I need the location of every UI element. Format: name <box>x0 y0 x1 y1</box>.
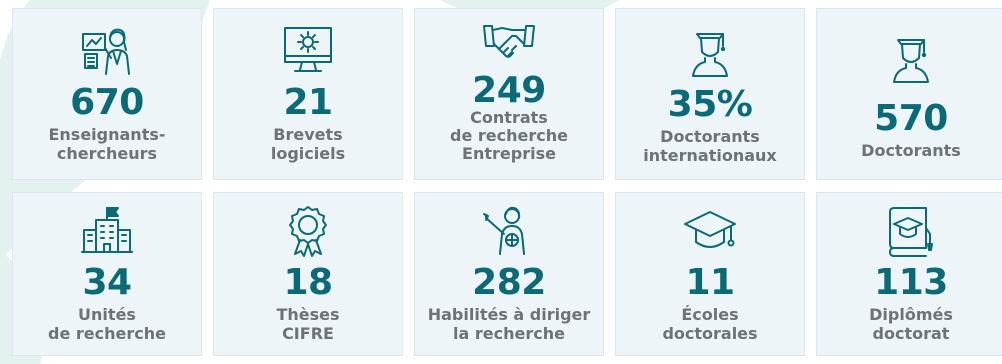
stat-value: 11 <box>685 262 735 303</box>
stat-card-doctorants-internationaux: 35% Doctorants internationaux <box>615 8 805 180</box>
stat-label: Doctorants internationaux <box>643 127 777 165</box>
stat-value: 34 <box>82 262 132 303</box>
stat-value: 670 <box>70 82 144 123</box>
stat-label: Habilités à diriger la recherche <box>427 305 591 343</box>
stat-value: 18 <box>283 262 333 303</box>
teacher-researcher-icon <box>79 23 135 79</box>
stat-label: Diplômés doctorat <box>869 305 953 343</box>
stat-card-diplomes-doctorat: 113 Diplômés doctorat <box>816 192 1002 356</box>
graduate-icon <box>883 33 939 89</box>
handshake-icon <box>481 17 537 73</box>
stat-label: Contrats de recherche Entreprise <box>450 108 568 163</box>
stat-card-habilites-diriger: 282 Habilités à diriger la recherche <box>414 192 604 356</box>
stat-card-unites-recherche: 34 Unités de recherche <box>12 192 202 356</box>
diploma-book-icon <box>883 203 939 259</box>
stat-label: Thèses CIFRE <box>276 305 340 343</box>
stat-value: 35% <box>667 84 753 125</box>
stat-label: Unités de recherche <box>48 305 166 343</box>
stat-card-enseignants-chercheurs: 670 Enseignants- chercheurs <box>12 8 202 180</box>
stat-card-ecoles-doctorales: 11 Écoles doctorales <box>615 192 805 356</box>
stat-card-brevets-logiciels: 21 Brevets logiciels <box>213 8 403 180</box>
stats-grid: 670 Enseignants- chercheurs 21 Brevets l… <box>12 8 1002 356</box>
stat-value: 570 <box>874 98 948 139</box>
stat-card-contrats-recherche: 249 Contrats de recherche Entreprise <box>414 8 604 180</box>
monitor-gear-icon <box>280 23 336 79</box>
building-flag-icon <box>79 203 135 259</box>
stat-label: Brevets logiciels <box>270 125 346 163</box>
stat-label: Enseignants- chercheurs <box>48 125 166 163</box>
stat-label: Doctorants <box>861 141 961 160</box>
lecturer-globe-icon <box>481 203 537 259</box>
graduate-icon <box>682 27 738 83</box>
mortarboard-icon <box>682 203 738 259</box>
stat-value: 282 <box>472 262 546 303</box>
stat-card-doctorants: 570 Doctorants <box>816 8 1002 180</box>
stat-value: 249 <box>472 70 546 111</box>
stat-card-theses-cifre: 18 Thèses CIFRE <box>213 192 403 356</box>
stat-value: 113 <box>874 262 948 303</box>
award-ribbon-icon <box>280 203 336 259</box>
stat-label: Écoles doctorales <box>662 305 758 343</box>
stat-value: 21 <box>283 82 333 123</box>
